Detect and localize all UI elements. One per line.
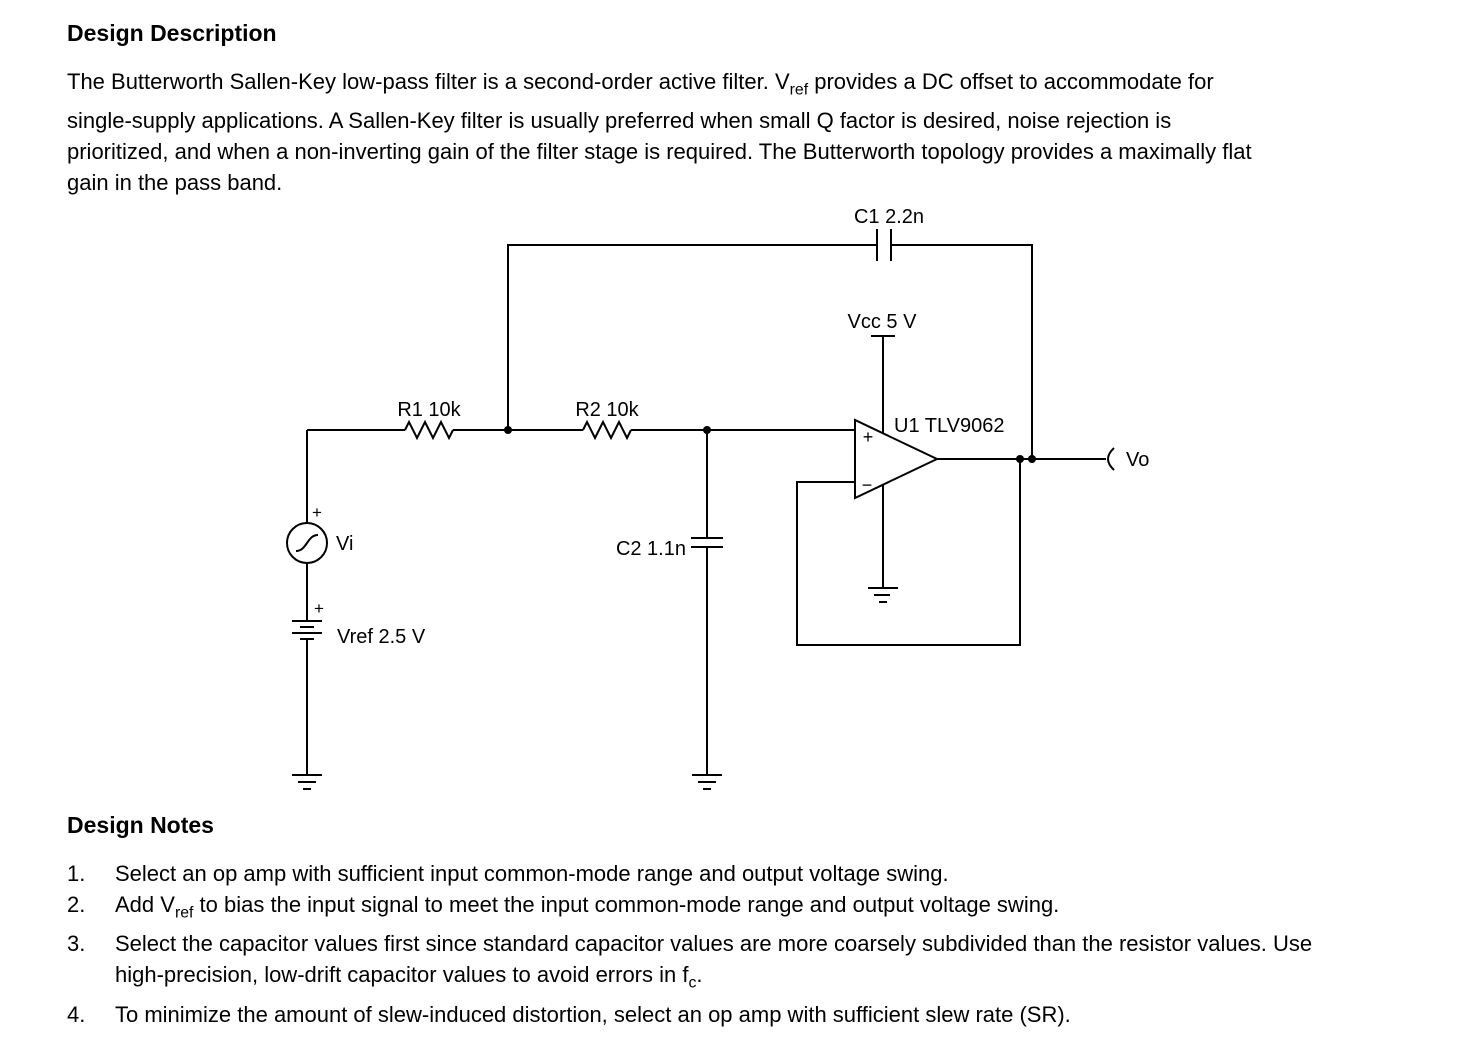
r1-label: R1 10k — [397, 399, 461, 421]
resistor-r1 — [404, 419, 454, 441]
feedback-wire-top-left — [507, 244, 877, 430]
design-note-item: 2. Add Vref to bias the input signal to m… — [67, 889, 1317, 928]
node-dot — [504, 426, 512, 434]
opamp-minus-sign: − — [862, 475, 873, 495]
capacitor-c2-branch — [691, 430, 723, 775]
design-note-item: 4. To minimize the amount of slew-induced… — [67, 999, 1317, 1030]
design-note-item: 3. Select the capacitor values first sinc… — [67, 928, 1317, 998]
ground-icon-c2 — [692, 774, 722, 790]
design-note-text: Select the capacitor values first since … — [115, 931, 1313, 992]
design-note-text: Select an op amp with sufficient input c… — [115, 861, 949, 886]
opamp-u1 — [854, 418, 940, 500]
design-description-paragraph: The Butterworth Sallen-Key low-pass filt… — [67, 69, 1252, 196]
c2-label: C2 1.1n — [616, 538, 686, 560]
design-note-item: 1. Select an op amp with sufficient input… — [67, 858, 1317, 889]
design-note-number: 1. — [67, 861, 86, 886]
feedback-wire-bottom — [796, 459, 1021, 646]
vi-label: Vi — [336, 533, 353, 555]
design-note-text: To minimize the amount of slew-induced d… — [115, 1001, 1071, 1027]
design-description-heading: Design Description — [67, 20, 277, 46]
r2-label: R2 10k — [575, 399, 639, 421]
vcc-label: Vcc 5 V — [848, 311, 918, 333]
vo-label: Vo — [1126, 449, 1149, 471]
feedback-wire-top-right — [891, 244, 1033, 459]
opamp-plus-sign: + — [863, 427, 874, 447]
design-notes-heading: Design Notes — [67, 812, 214, 838]
capacitor-c1 — [876, 229, 892, 261]
node-dot — [1028, 455, 1036, 463]
design-note-number: 4. — [67, 1001, 86, 1027]
ground-icon-vref — [292, 774, 322, 790]
schematic-figure: C1 2.2n Vcc 5 V R1 10k R2 10k U1 TLV9062… — [0, 200, 1482, 800]
node-dot — [703, 426, 711, 434]
resistor-r2 — [582, 419, 632, 441]
u1-label: U1 TLV9062 — [894, 415, 1004, 437]
design-note-text: Add Vref to bias the input signal to mee… — [115, 892, 1060, 922]
battery-vref — [292, 620, 322, 640]
output-port-icon — [1107, 447, 1115, 471]
c1-label: C1 2.2n — [854, 206, 924, 228]
source-waveform-icon — [295, 534, 319, 552]
node-dot — [1016, 455, 1024, 463]
vref-plus-sign: + — [314, 599, 324, 618]
vref-label: Vref 2.5 V — [337, 626, 426, 648]
design-notes-list: 1. Select an op amp with sufficient input… — [67, 858, 1317, 1030]
design-note-number: 2. — [67, 892, 86, 917]
vi-plus-sign: + — [312, 503, 322, 522]
ground-icon-opamp — [868, 587, 898, 603]
design-note-number: 3. — [67, 931, 86, 957]
circuit-schematic: C1 2.2n Vcc 5 V R1 10k R2 10k U1 TLV9062… — [286, 206, 1149, 790]
